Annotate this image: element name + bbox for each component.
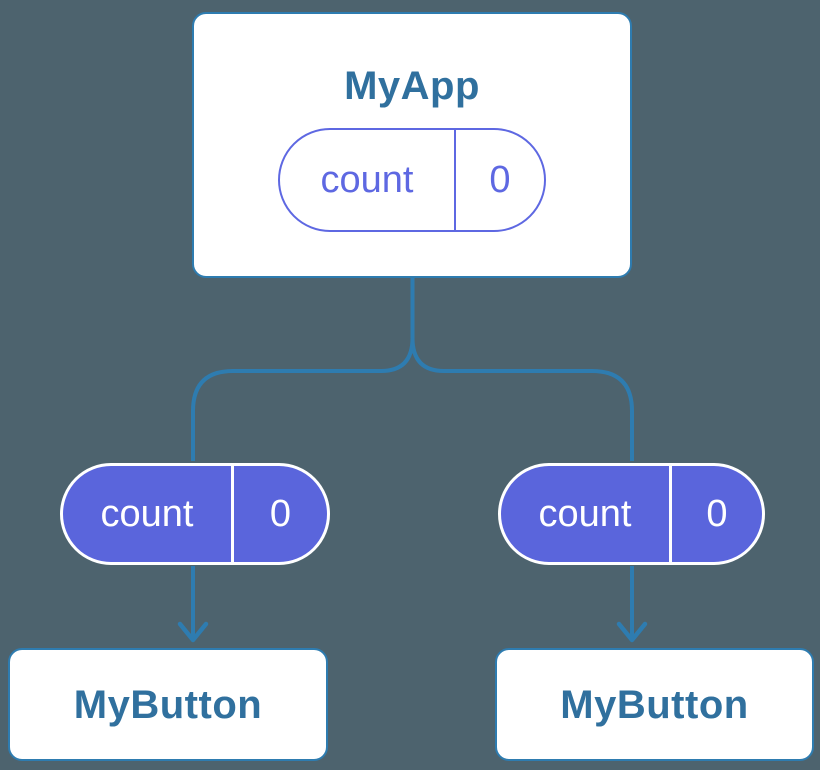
prop-pill-count-right: count 0 (498, 463, 765, 565)
state-pill-count: count 0 (278, 128, 546, 232)
state-pill-value: 0 (489, 159, 511, 201)
left-arrowhead-icon (177, 621, 209, 643)
fork-right-wire (410, 278, 634, 461)
prop-pill-name: count (501, 466, 672, 562)
prop-pill-value: 0 (706, 493, 728, 535)
state-pill-name: count (280, 130, 456, 230)
component-title-mybutton-right: MyButton (560, 682, 749, 727)
component-card-mybutton-left: MyButton (8, 648, 328, 761)
prop-pill-name: count (63, 466, 234, 562)
component-title-mybutton-left: MyButton (73, 682, 263, 727)
right-arrowhead-icon (616, 621, 648, 643)
component-card-mybutton-right: MyButton (495, 648, 814, 761)
component-card-myapp: MyApp count 0 (192, 12, 632, 278)
fork-left-wire (191, 278, 415, 461)
prop-pill-count-left: count 0 (60, 463, 330, 565)
component-title-myapp: MyApp (344, 64, 480, 108)
prop-pill-value: 0 (269, 493, 292, 535)
